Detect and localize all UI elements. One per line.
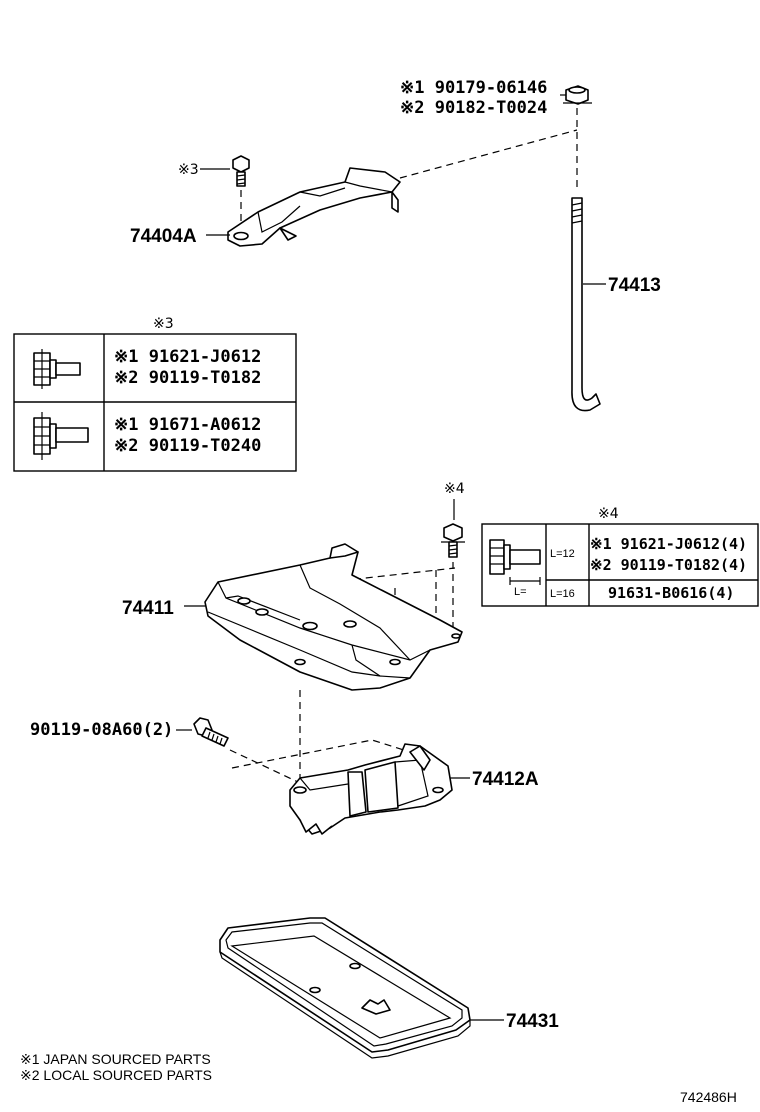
table4: L= L=12 ※1 91621-J0612(4) ※2 90119-T0182… [481, 523, 759, 607]
table4-row1-line2: ※2 90119-T0182(4) [590, 556, 747, 574]
table4-length-label: L= [514, 586, 527, 598]
table3-row1-bolt-icon [33, 349, 81, 389]
note-local: ※2 LOCAL SOURCED PARTS [20, 1067, 212, 1083]
table3-row1-line2: ※2 90119-T0182 [114, 368, 261, 388]
table3-row2-line1: ※1 91671-A0612 [114, 415, 261, 435]
upper-nut-icon [563, 85, 592, 105]
tray-label: 74411 [122, 598, 174, 619]
bottom-bolt-label: 90119-08A60(2) [30, 720, 173, 740]
tray-bolt-mark: ※4 [444, 481, 465, 497]
table4-bolt-icon [489, 539, 541, 585]
table4-row1-length: L=12 [550, 548, 575, 560]
table4-caption: ※4 [598, 506, 619, 522]
clamp-bolt-icon [232, 155, 250, 187]
upper-nut-label-line1: ※1 90179-06146 [400, 78, 547, 98]
clamp-74404a-icon [227, 167, 401, 247]
rod-label: 74413 [608, 275, 661, 296]
carrier-label: 74412A [472, 769, 539, 790]
bottom-bolt-icon [193, 717, 229, 747]
table3-row1-line1: ※1 91621-J0612 [114, 347, 261, 367]
upper-nut-label: ※1 90179-06146 ※2 90182-T0024 [400, 78, 547, 118]
tray-74411-icon [204, 543, 463, 691]
note-japan: ※1 JAPAN SOURCED PARTS [20, 1051, 211, 1067]
carrier-74412a-icon [289, 743, 453, 835]
clamp-label: 74404A [130, 226, 197, 247]
table4-row1-line1: ※1 91621-J0612(4) [590, 535, 747, 553]
table3-row2-bolt-icon [33, 412, 89, 460]
table3-row2-line2: ※2 90119-T0240 [114, 436, 261, 456]
table3-caption: ※3 [153, 316, 174, 332]
tray-bolt-icon [441, 523, 465, 558]
diagram-id: 742486H [680, 1089, 737, 1105]
table4-row2-length: L=16 [550, 588, 575, 600]
pan-74431-icon [219, 917, 471, 1059]
table3: ※1 91621-J0612 ※2 90119-T0182 ※1 91671-A… [13, 333, 297, 472]
rod-74413-icon [571, 197, 601, 412]
upper-nut-label-line2: ※2 90182-T0024 [400, 98, 547, 118]
pan-label: 74431 [506, 1011, 559, 1032]
clamp-bolt-mark: ※3 [178, 162, 199, 178]
table4-row2-line1: 91631-B0616(4) [608, 584, 734, 602]
